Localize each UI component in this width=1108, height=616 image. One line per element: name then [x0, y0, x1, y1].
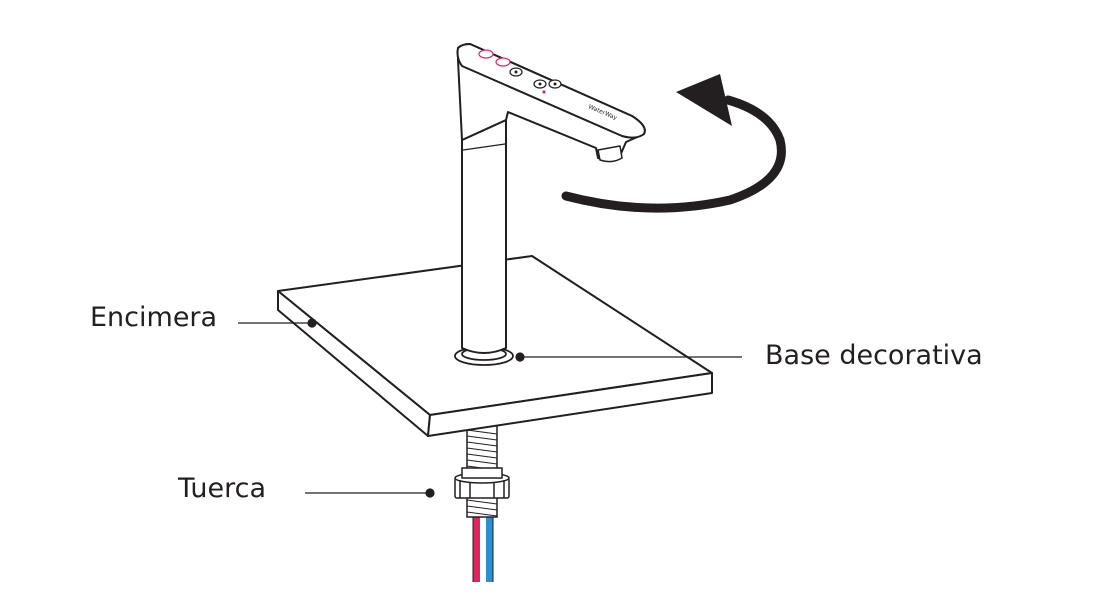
button-icon	[495, 57, 511, 67]
tuerca-label: Tuerca	[178, 473, 267, 504]
hot-pipe	[473, 510, 480, 582]
encimera-label: Encimera	[90, 302, 218, 333]
nut	[454, 467, 510, 499]
cold-pipe	[486, 510, 493, 582]
supply-pipes	[472, 510, 494, 582]
tap-buttons	[478, 49, 562, 94]
tap	[456, 43, 646, 354]
button-icon	[478, 49, 494, 59]
leader-lines	[238, 318, 742, 498]
base-decorativa-label: Base decorativa	[765, 340, 983, 371]
rotate-arrow-icon	[561, 74, 786, 213]
